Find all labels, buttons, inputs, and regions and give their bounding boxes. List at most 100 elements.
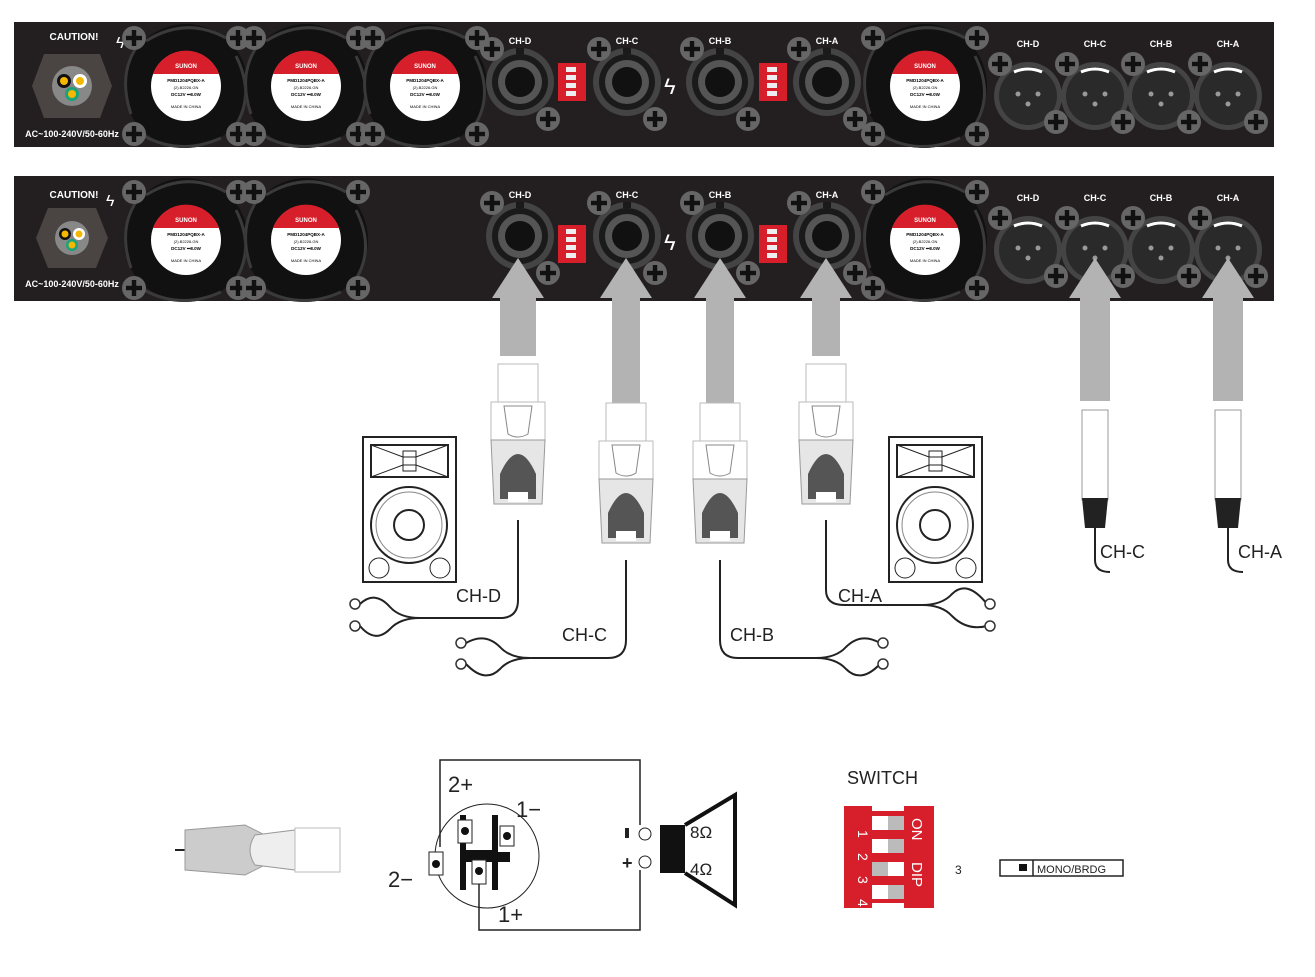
svg-text:CH-B: CH-B bbox=[1150, 39, 1173, 49]
power-inlet bbox=[32, 54, 112, 118]
speakon-plug-ch-c bbox=[598, 402, 654, 544]
svg-text:CH-D: CH-D bbox=[509, 36, 532, 46]
caution-label: CAUTION! bbox=[50, 190, 99, 201]
power-rating-label: AC~100-240V/50-60Hz bbox=[25, 279, 119, 289]
cooling-fan: SUNON PMD1204PQBX-A (2).B2226.GN DC12V ⎓… bbox=[242, 22, 370, 150]
speakon-output-ch-b[interactable]: CH-B bbox=[680, 36, 760, 131]
speakon-output-ch-d[interactable]: CH-D bbox=[480, 36, 560, 131]
svg-text:(2).B2226.GN: (2).B2226.GN bbox=[913, 85, 938, 90]
xlr-input-ch-d[interactable]: CH-D bbox=[988, 193, 1068, 288]
dip-number-1: 1 bbox=[855, 830, 871, 838]
dip-switch[interactable]: 1 2 3 4 ON DIP bbox=[844, 806, 934, 908]
svg-text:SUNON: SUNON bbox=[295, 64, 317, 70]
xlr-input-ch-c[interactable]: CH-C bbox=[1055, 39, 1135, 134]
impedance-label-8ohm: 8Ω bbox=[690, 823, 712, 842]
svg-text:MADE IN CHINA: MADE IN CHINA bbox=[291, 104, 322, 109]
svg-text:DC12V ⎓8.0W: DC12V ⎓8.0W bbox=[171, 246, 202, 251]
dip-toggle-2[interactable] bbox=[872, 839, 904, 853]
speakon-output-ch-a[interactable]: CH-A bbox=[787, 190, 867, 285]
speakon-output-ch-c[interactable]: CH-C bbox=[587, 36, 667, 131]
svg-text:CH-A: CH-A bbox=[1217, 39, 1240, 49]
svg-text:CH-D: CH-D bbox=[1017, 39, 1040, 49]
dip-switch-mini[interactable] bbox=[759, 225, 787, 263]
svg-text:CH-D: CH-D bbox=[1017, 193, 1040, 203]
svg-text:CH-A: CH-A bbox=[816, 190, 839, 200]
svg-text:(2).B2226.GN: (2).B2226.GN bbox=[174, 239, 199, 244]
xlr-input-ch-a[interactable]: CH-A bbox=[1188, 39, 1268, 134]
dip-toggle-3[interactable] bbox=[872, 862, 904, 876]
cooling-fan: SUNON PMD1204PQBX-A (2).B2226.GN DC12V ⎓… bbox=[861, 22, 989, 150]
pin-label-1-plus: 1+ bbox=[498, 902, 523, 927]
svg-text:SUNON: SUNON bbox=[175, 64, 197, 70]
dip-toggle-4[interactable] bbox=[872, 885, 904, 899]
svg-text:MADE IN CHINA: MADE IN CHINA bbox=[171, 104, 202, 109]
svg-text:MADE IN CHINA: MADE IN CHINA bbox=[171, 258, 202, 263]
dip-number-3: 3 bbox=[855, 876, 871, 884]
svg-text:SUNON: SUNON bbox=[175, 218, 197, 224]
svg-text:MADE IN CHINA: MADE IN CHINA bbox=[910, 104, 941, 109]
xlr-input-ch-b[interactable]: CH-B bbox=[1121, 39, 1201, 134]
speakon-output-ch-c[interactable]: CH-C bbox=[587, 190, 667, 285]
lightning-icon: ϟ bbox=[664, 74, 676, 99]
minus-terminal-icon bbox=[877, 658, 889, 670]
mono-bridge-indicator: MONO/BRDG bbox=[999, 859, 1124, 877]
xlr-input-ch-a[interactable]: CH-A bbox=[1188, 193, 1268, 288]
speaker-cables bbox=[359, 520, 1244, 677]
svg-text:PMD1204PQBX-A: PMD1204PQBX-A bbox=[287, 232, 325, 237]
svg-text:DC12V ⎓8.0W: DC12V ⎓8.0W bbox=[410, 92, 441, 97]
speaker-cabinet-right bbox=[888, 436, 983, 583]
cooling-fan: SUNON PMD1204PQBX-A (2).B2226.GN DC12V ⎓… bbox=[122, 22, 250, 150]
cable-label-ch-c: CH-C bbox=[562, 625, 607, 645]
xlr-input-ch-d[interactable]: CH-D bbox=[988, 39, 1068, 134]
svg-text:PMD1204PQBX-A: PMD1204PQBX-A bbox=[906, 78, 944, 83]
switch-function-number: 3 bbox=[955, 863, 962, 877]
svg-text:(2).B2226.GN: (2).B2226.GN bbox=[294, 239, 319, 244]
xlr-input-ch-c[interactable]: CH-C bbox=[1055, 193, 1135, 288]
cooling-fan: SUNON PMD1204PQBX-A (2).B2226.GN DC12V ⎓… bbox=[122, 176, 250, 304]
plus-terminal-icon bbox=[349, 598, 361, 610]
svg-text:DC12V ⎓8.0W: DC12V ⎓8.0W bbox=[910, 246, 941, 251]
svg-text:PMD1204PQBX-A: PMD1204PQBX-A bbox=[287, 78, 325, 83]
svg-text:DC12V ⎓8.0W: DC12V ⎓8.0W bbox=[910, 92, 941, 97]
dip-switch-mini[interactable] bbox=[759, 63, 787, 101]
impedance-label-4ohm: 4Ω bbox=[690, 860, 712, 879]
dip-switch-mini[interactable] bbox=[558, 63, 586, 101]
power-inlet bbox=[36, 208, 108, 268]
svg-text:+: + bbox=[622, 853, 633, 873]
plus-terminal-icon bbox=[455, 637, 467, 649]
arrow-up-icon bbox=[800, 258, 852, 356]
svg-text:MADE IN CHINA: MADE IN CHINA bbox=[291, 258, 322, 263]
speakon-output-ch-d[interactable]: CH-D bbox=[480, 190, 560, 285]
dip-toggle-1[interactable] bbox=[872, 816, 904, 830]
amplifier-rear-panel-3fan: CAUTION! ϟ AC~100-240V/50-60Hz SUNON PMD… bbox=[14, 176, 1274, 304]
svg-text:SUNON: SUNON bbox=[914, 218, 936, 224]
svg-text:(2).B2226.GN: (2).B2226.GN bbox=[174, 85, 199, 90]
plus-terminal-icon bbox=[638, 855, 652, 869]
arrow-up-icon bbox=[1202, 258, 1254, 401]
caution-label: CAUTION! bbox=[50, 32, 99, 43]
svg-text:CH-C: CH-C bbox=[1084, 193, 1107, 203]
svg-text:DC12V ⎓8.0W: DC12V ⎓8.0W bbox=[291, 92, 322, 97]
pin-label-1-minus: 1− bbox=[516, 797, 541, 822]
minus-terminal-icon bbox=[638, 827, 652, 841]
speaker-cabinet-left bbox=[362, 436, 457, 583]
minus-terminal-icon bbox=[349, 620, 361, 632]
svg-text:CH-A: CH-A bbox=[1217, 193, 1240, 203]
dip-number-4: 4 bbox=[855, 899, 871, 907]
speakon-plug-ch-d bbox=[490, 363, 546, 505]
cooling-fan: SUNON PMD1204PQBX-A (2).B2226.GN DC12V ⎓… bbox=[361, 22, 489, 150]
minus-terminal-icon bbox=[455, 658, 467, 670]
xlr-input-ch-b[interactable]: CH-B bbox=[1121, 193, 1201, 288]
svg-text:CH-C: CH-C bbox=[616, 36, 639, 46]
speakon-output-ch-b[interactable]: CH-B bbox=[680, 190, 760, 285]
svg-text:CH-D: CH-D bbox=[509, 190, 532, 200]
speakon-output-ch-a[interactable]: CH-A bbox=[787, 36, 867, 131]
dip-number-2: 2 bbox=[855, 853, 871, 861]
dip-switch-mini[interactable] bbox=[558, 225, 586, 263]
svg-text:DC12V ⎓8.0W: DC12V ⎓8.0W bbox=[171, 92, 202, 97]
svg-text:(2).B2226.GN: (2).B2226.GN bbox=[913, 239, 938, 244]
svg-text:(2).B2226.GN: (2).B2226.GN bbox=[294, 85, 319, 90]
arrow-up-icon bbox=[1069, 258, 1121, 401]
xlr-cable-label-ch-c: CH-C bbox=[1100, 542, 1145, 562]
speakon-plug-ch-a bbox=[798, 363, 854, 505]
